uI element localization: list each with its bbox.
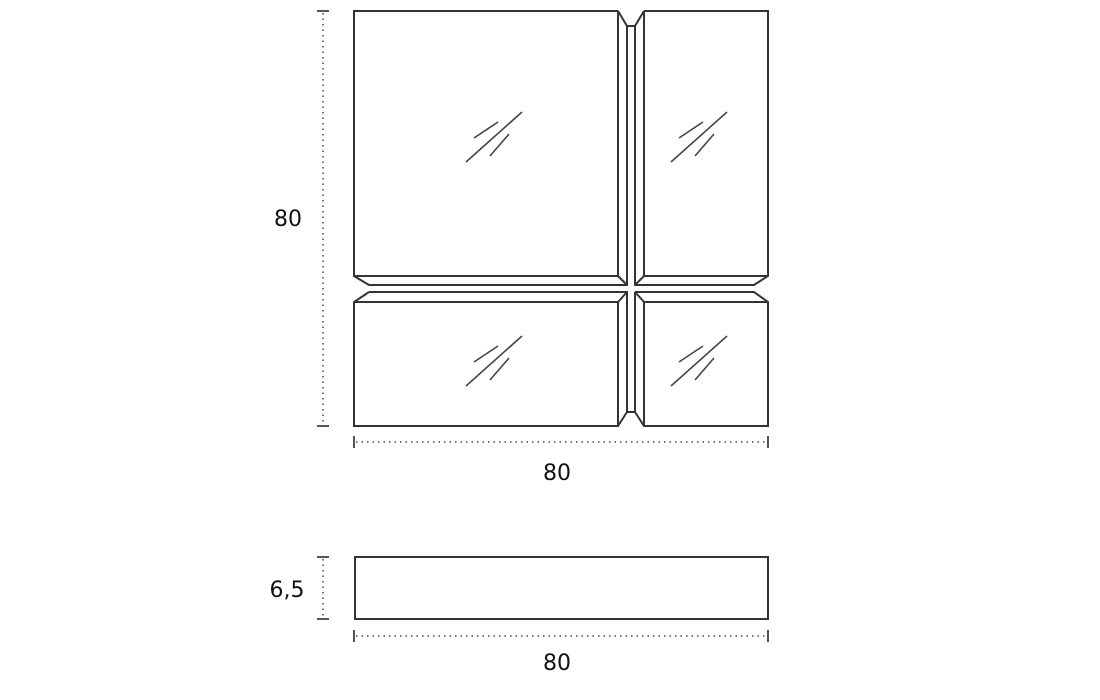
top-view-profile bbox=[354, 556, 769, 620]
glass-reflection-icon bbox=[465, 111, 523, 163]
panel-bottom-left bbox=[353, 291, 628, 427]
depth-dimension: 6,5 bbox=[270, 556, 329, 620]
top-width-dimension: 80 bbox=[353, 630, 769, 676]
panel-top-left bbox=[353, 10, 628, 286]
width-label: 80 bbox=[543, 461, 571, 486]
depth-label: 6,5 bbox=[270, 578, 305, 603]
top-width-label: 80 bbox=[543, 651, 571, 676]
glass-reflection-icon bbox=[670, 111, 728, 163]
glass-reflection-icon bbox=[670, 335, 728, 387]
glass-reflection-icon bbox=[465, 335, 523, 387]
top-view-mirror bbox=[354, 556, 769, 620]
front-view-mirror bbox=[353, 10, 769, 427]
front-height-dimension: 80 bbox=[274, 10, 329, 427]
front-width-dimension: 80 bbox=[353, 436, 769, 486]
height-label: 80 bbox=[274, 207, 302, 232]
